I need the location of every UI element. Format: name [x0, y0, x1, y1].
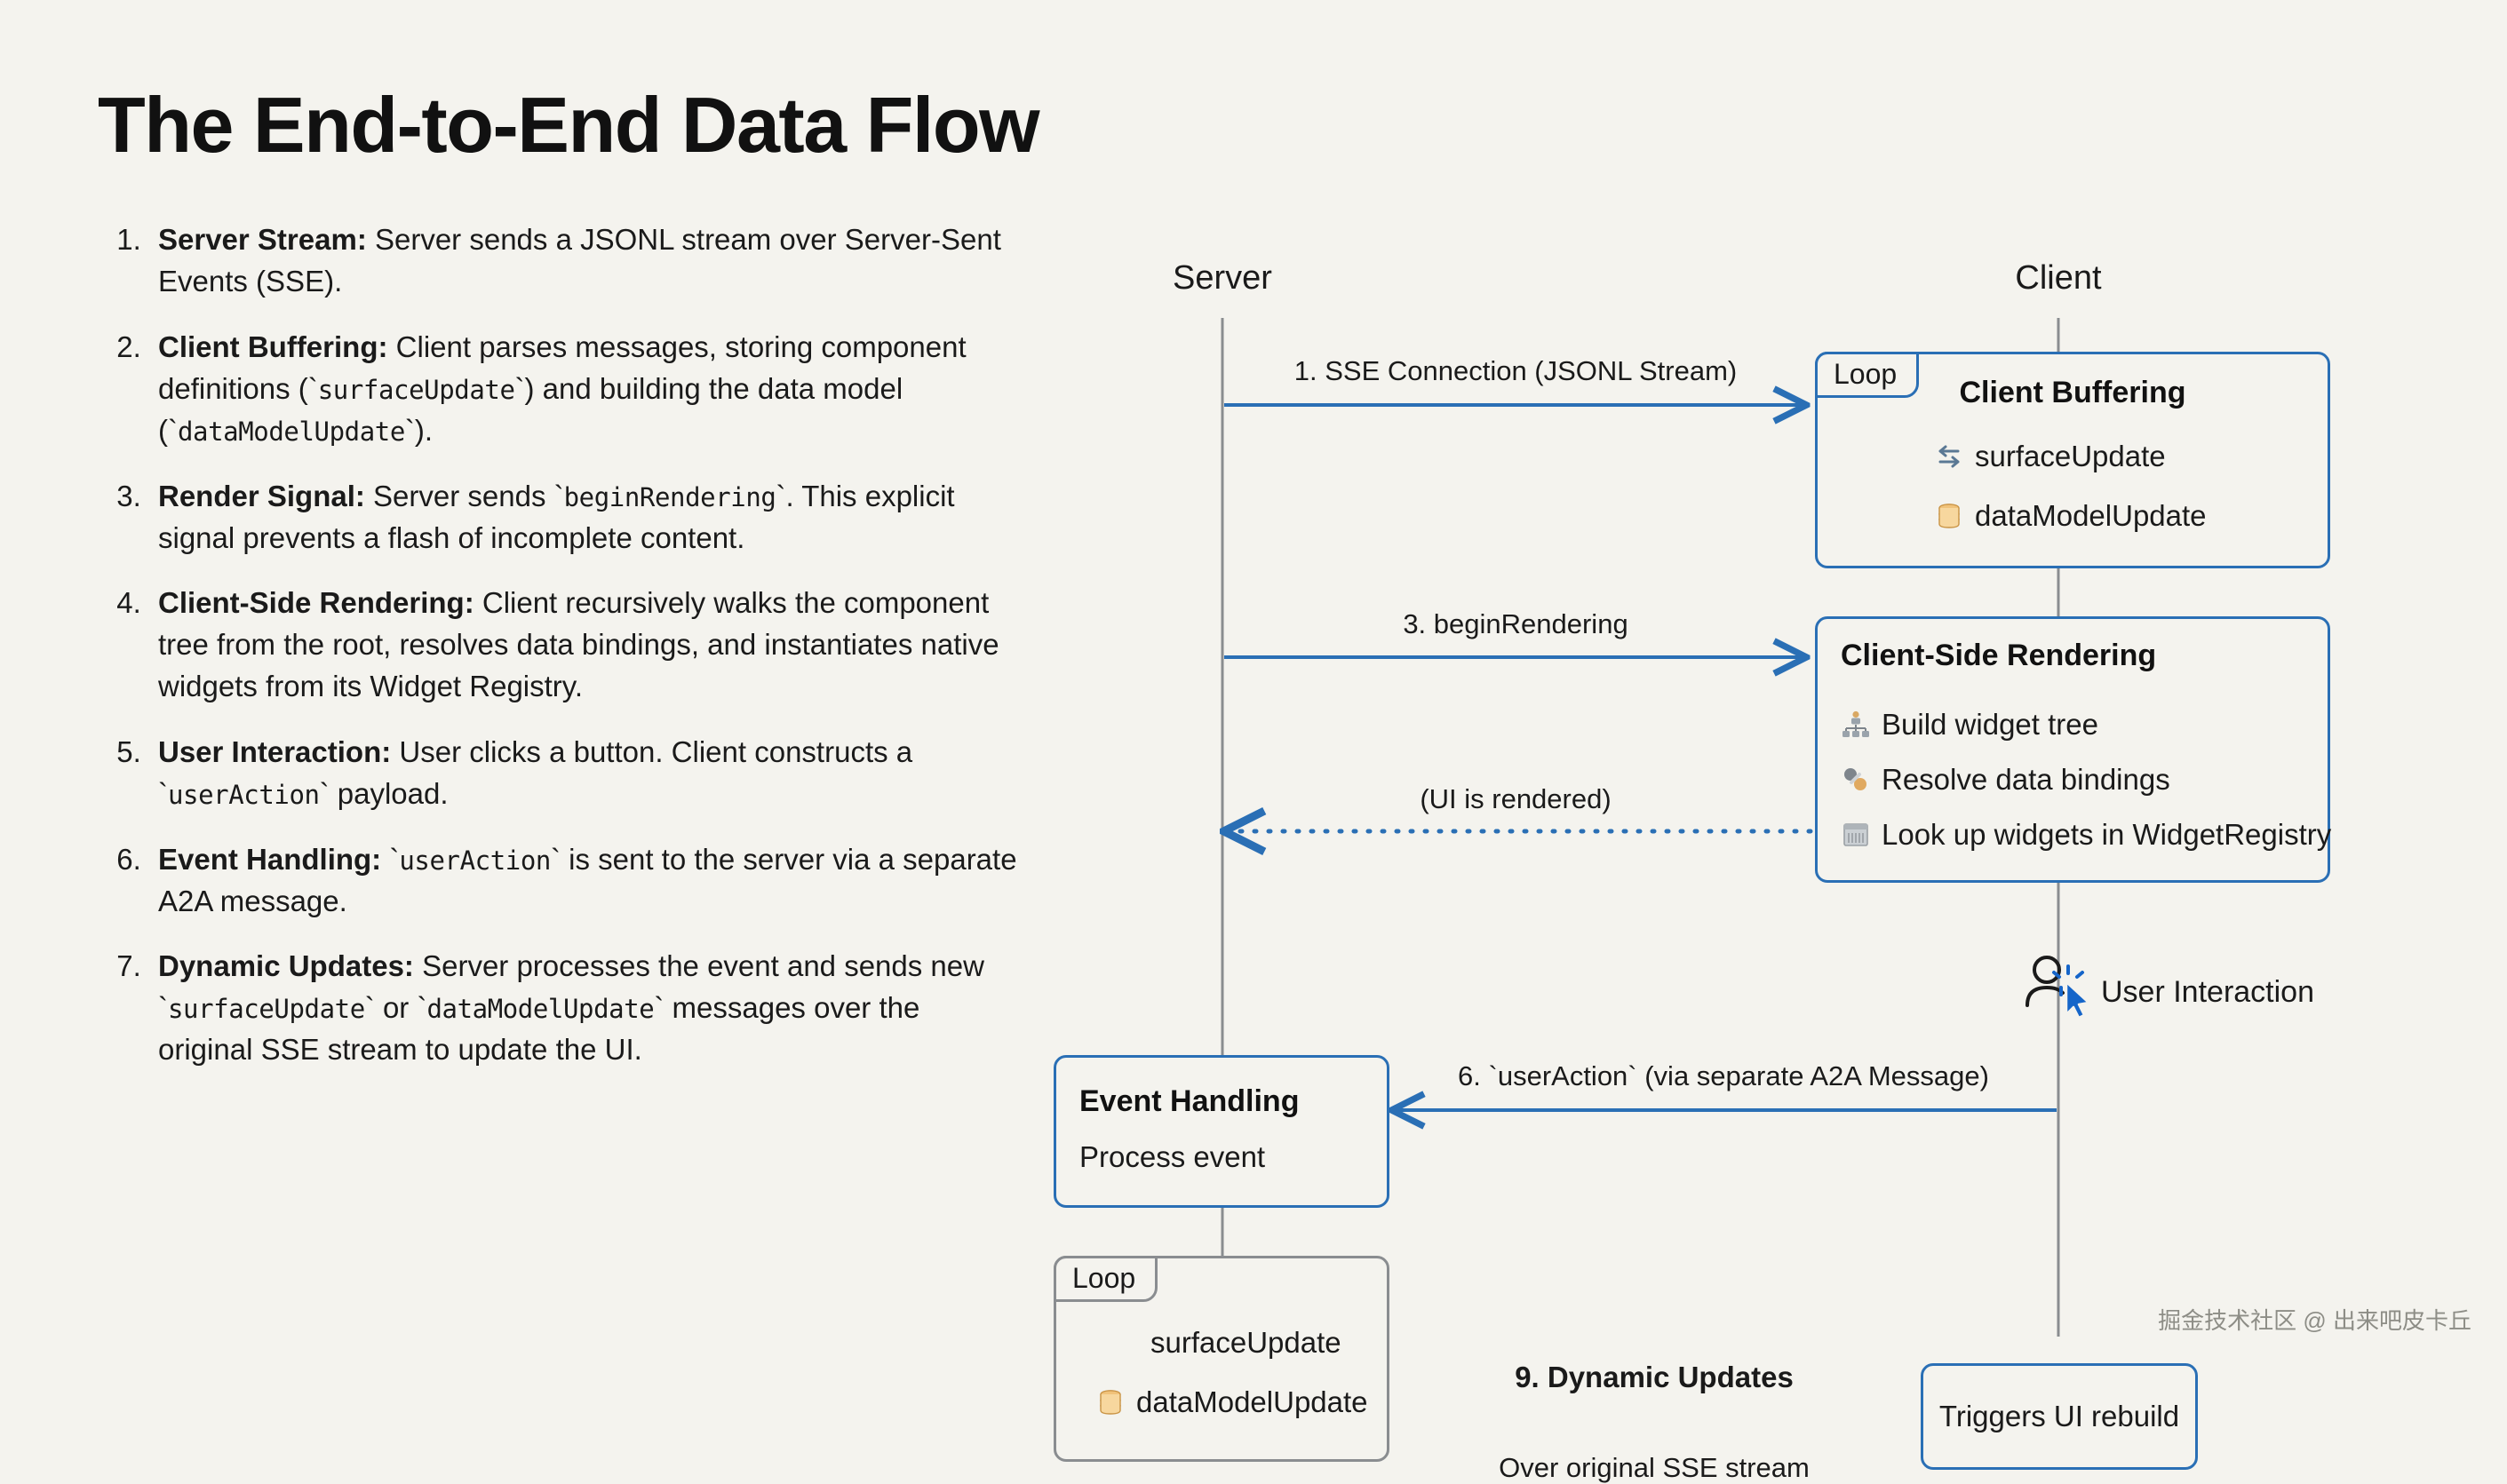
- loop-tab-server-loop: Loop: [1054, 1256, 1158, 1302]
- note-row-label: dataModelUpdate: [1975, 499, 2207, 532]
- step-term: Client Buffering:: [158, 330, 388, 364]
- step-text-c: ` messages over the original SSE stream …: [158, 991, 920, 1067]
- step-term: Server Stream:: [158, 223, 367, 257]
- steps-list: Server Stream: Server sends a JSONL stre…: [98, 219, 1022, 1071]
- step-text-b: `. This explicit signal prevents a flash…: [158, 479, 955, 554]
- list-item: Render Signal: Server sends `beginRender…: [149, 476, 1022, 559]
- step-code-b: dataModelUpdate: [177, 416, 405, 447]
- step-text-a: User clicks a button. Client constructs …: [158, 734, 913, 810]
- lane-label-server: Server: [1173, 259, 1272, 297]
- note-row-surface-update: surfaceUpdate: [1934, 440, 2166, 473]
- registry-icon: [1841, 820, 1871, 850]
- step-text: Client recursively walks the component t…: [158, 586, 999, 703]
- note-row-data-model-update: dataModelUpdate: [1095, 1385, 1368, 1419]
- org-tree-icon: [1841, 710, 1871, 740]
- note-title-client-buffering: Client Buffering: [1959, 376, 2186, 409]
- user-interaction-label: User Interaction: [2101, 975, 2314, 1009]
- message-label-sse-connection: 1. SSE Connection (JSONL Stream): [1293, 355, 1738, 386]
- note-event-handling: Event Handling Process event: [1054, 1055, 1389, 1208]
- note-row-label: dataModelUpdate: [1136, 1385, 1368, 1418]
- step-term: Dynamic Updates:: [158, 949, 414, 983]
- note-row-label: surfaceUpdate: [1150, 1326, 1341, 1359]
- note-client-side-rendering: Client-Side Rendering Build widget tree: [1815, 616, 2331, 883]
- loop-tab-client-buffering: Loop: [1815, 352, 1920, 398]
- watermark: 掘金技术社区 @ 出来吧皮卡丘: [2158, 1307, 2471, 1334]
- left-content-column: The End-to-End Data Flow Server Stream: …: [98, 81, 1040, 1095]
- message-label-ui-rendered: (UI is rendered): [1420, 783, 1612, 814]
- list-item: Server Stream: Server sends a JSONL stre…: [149, 219, 1022, 303]
- step-text-b: ` is sent to the server via a separate A…: [158, 842, 1017, 917]
- list-item: Client Buffering: Client parses messages…: [149, 327, 1022, 452]
- message-sublabel-dynamic-updates: Over original SSE stream: [1499, 1452, 1810, 1483]
- note-row-surface-update: surfaceUpdate: [1150, 1326, 1341, 1360]
- note-row-label: Build widget tree: [1882, 708, 2098, 741]
- note-client-buffering: Loop Client Buffering surfaceUpdate d: [1815, 352, 2330, 568]
- exchange-icon: [1934, 441, 1964, 472]
- step-text-a: `: [381, 842, 400, 876]
- note-row-build-widget-tree: Build widget tree: [1841, 708, 2098, 742]
- message-label-dynamic-updates: 9. Dynamic Updates: [1515, 1361, 1794, 1393]
- step-term: Event Handling:: [158, 842, 382, 876]
- step-term: User Interaction:: [158, 734, 392, 768]
- note-server-loop: Loop surfaceUpdate dataModelUpdate: [1054, 1256, 1389, 1462]
- sequence-diagram: Server Client 1. SSE Connection (JSONL S…: [1022, 222, 2496, 1483]
- note-title-client-side-rendering: Client-Side Rendering: [1841, 639, 2157, 672]
- database-icon: [1095, 1387, 1126, 1417]
- step-code-a: userAction: [399, 845, 551, 876]
- list-item: User Interaction: User clicks a button. …: [149, 732, 1022, 815]
- step-text-c: `).: [404, 413, 434, 447]
- list-item: Client-Side Rendering: Client recursivel…: [149, 583, 1022, 708]
- step-code-b: dataModelUpdate: [426, 994, 655, 1025]
- database-icon: [1934, 501, 1964, 531]
- step-code-a: surfaceUpdate: [317, 374, 515, 405]
- step-text: Server sends a JSONL stream over Server-…: [158, 223, 1001, 298]
- note-row-label: surfaceUpdate: [1975, 440, 2166, 472]
- link-icon: [1841, 765, 1871, 795]
- step-text-a: Client parses messages, storing componen…: [158, 330, 967, 405]
- step-text-b: ` or `: [364, 991, 427, 1025]
- message-label-begin-rendering: 3. beginRendering: [1403, 608, 1628, 639]
- note-row-resolve-data-bindings: Resolve data bindings: [1841, 763, 2170, 797]
- note-row-label: Look up widgets in WidgetRegistry: [1882, 818, 2332, 851]
- step-code-a: userAction: [168, 779, 320, 810]
- step-text-b: ` payload.: [319, 776, 449, 810]
- step-term: Client-Side Rendering:: [158, 586, 474, 620]
- note-row-label: Resolve data bindings: [1882, 763, 2170, 796]
- step-text-b: `) and building the data model (`: [158, 371, 903, 447]
- message-label-user-action: 6. `userAction` (via separate A2A Messag…: [1458, 1060, 1989, 1091]
- lane-label-client: Client: [2015, 259, 2102, 297]
- note-label-triggers-ui-rebuild: Triggers UI rebuild: [1938, 1400, 2180, 1432]
- page-title: The End-to-End Data Flow: [98, 81, 1040, 169]
- step-term: Render Signal:: [158, 479, 365, 512]
- step-text-a: Server processes the event and sends new…: [158, 949, 984, 1025]
- note-triggers-ui-rebuild: Triggers UI rebuild: [1921, 1363, 2198, 1470]
- note-body-event-handling: Process event: [1079, 1140, 1266, 1173]
- step-code-a: surfaceUpdate: [168, 994, 365, 1025]
- list-item: Event Handling: `userAction` is sent to …: [149, 839, 1022, 923]
- list-item: Dynamic Updates: Server processes the ev…: [149, 946, 1022, 1071]
- note-row-look-up-widgets: Look up widgets in WidgetRegistry: [1841, 818, 2331, 852]
- step-text-a: Server sends `: [364, 479, 564, 512]
- note-row-data-model-update: dataModelUpdate: [1934, 499, 2207, 533]
- step-code-a: beginRendering: [563, 481, 776, 512]
- note-title-event-handling: Event Handling: [1079, 1084, 1300, 1118]
